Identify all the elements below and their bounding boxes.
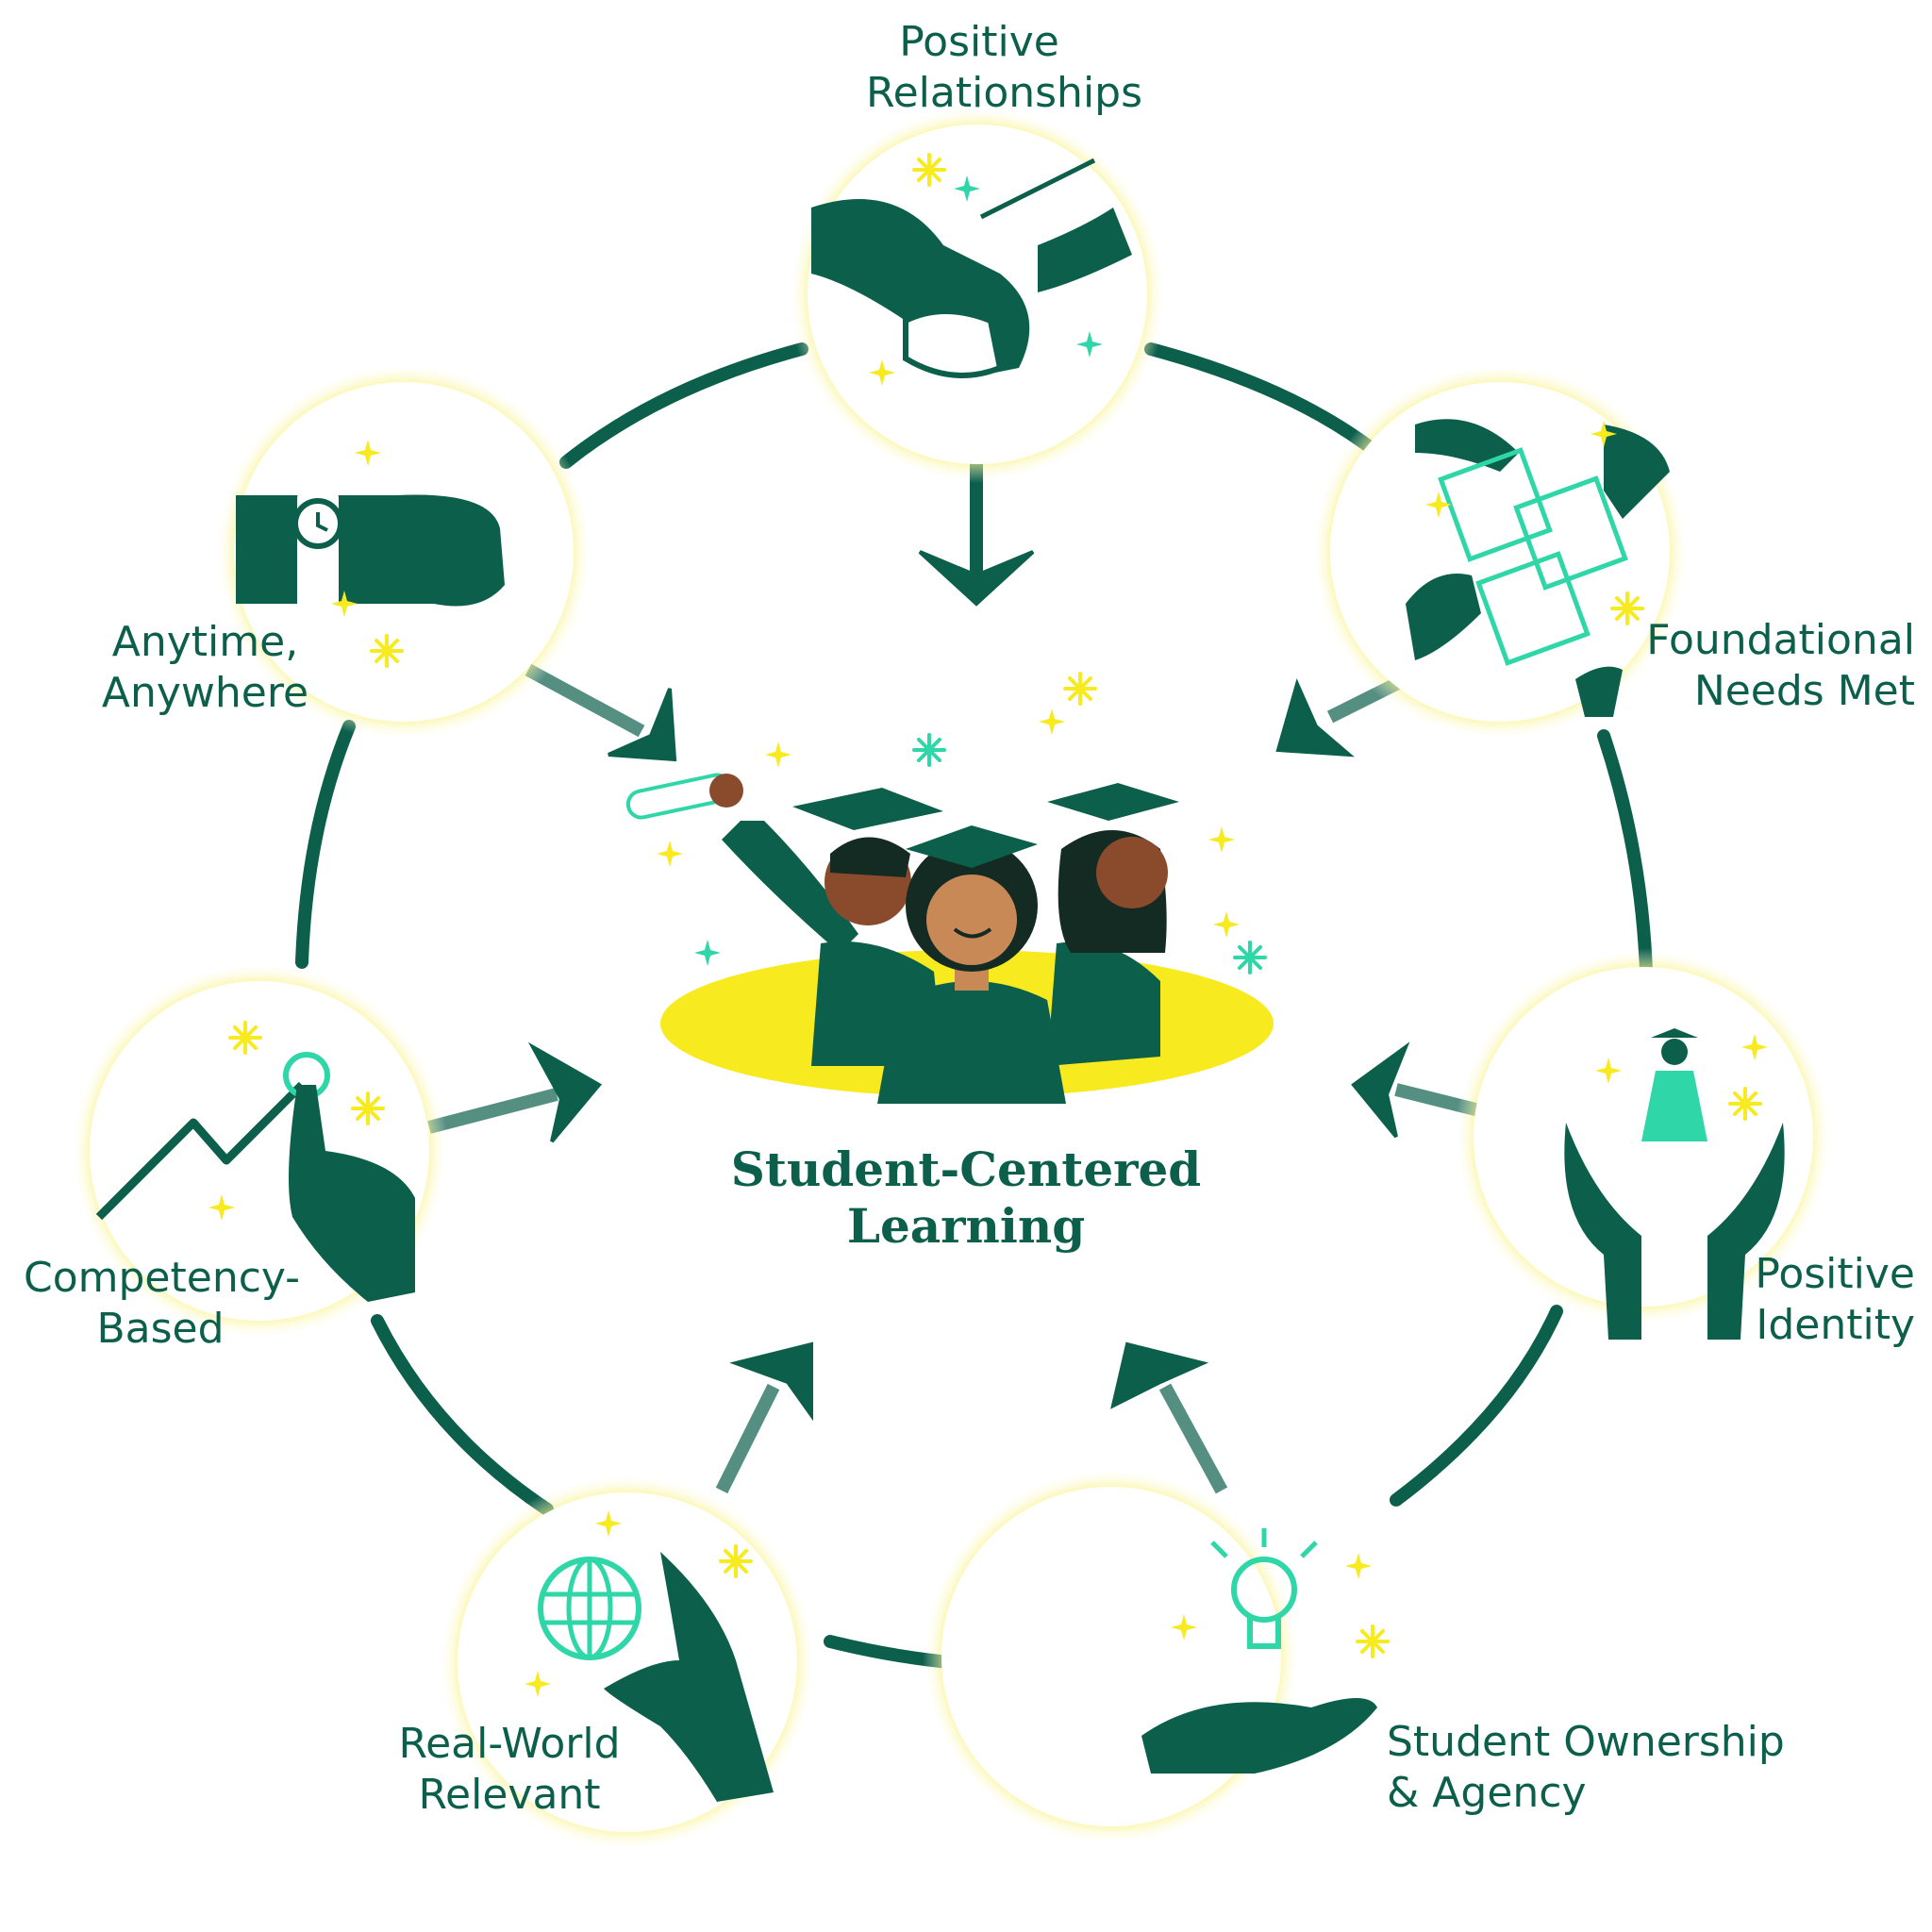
label-foundational-needs-line1: Foundational bbox=[1646, 616, 1915, 664]
label-student-ownership: Student Ownership & Agency bbox=[1387, 1717, 1785, 1819]
lightbulb-hand-icon bbox=[1141, 1528, 1390, 1774]
label-foundational-needs: Foundational Needs Met bbox=[1641, 615, 1915, 717]
label-competency-based-line1: Competency- bbox=[24, 1254, 301, 1302]
node-positive-identity-circle bbox=[1455, 948, 1832, 1340]
center-title-line1: Student-Centered bbox=[730, 1141, 1202, 1197]
node-positive-relationships-circle bbox=[789, 106, 1166, 483]
node-circles bbox=[71, 106, 1832, 1851]
node-anytime-anywhere-circle bbox=[215, 363, 592, 741]
label-foundational-needs-line2: Needs Met bbox=[1693, 667, 1915, 715]
node-foundational-needs-circle bbox=[1311, 363, 1689, 741]
node-competency-based-circle bbox=[71, 962, 448, 1340]
arrow-from-real-world bbox=[715, 1341, 813, 1494]
node-real-world-circle bbox=[439, 1474, 816, 1851]
label-anytime-anywhere-line1: Anytime, bbox=[111, 618, 299, 666]
graduate-hands-icon bbox=[1564, 1028, 1785, 1340]
label-real-world-line1: Real-World bbox=[398, 1720, 621, 1768]
label-student-ownership-line2: & Agency bbox=[1387, 1769, 1587, 1817]
graduate-right bbox=[1047, 783, 1179, 1066]
label-positive-relationships-line1: Positive bbox=[899, 18, 1059, 66]
node-student-ownership-circle bbox=[923, 1468, 1390, 1845]
globe-hand-icon bbox=[525, 1510, 774, 1802]
arrow-from-student-ownership bbox=[1110, 1341, 1228, 1494]
label-student-ownership-line1: Student Ownership bbox=[1387, 1718, 1785, 1766]
label-positive-identity-line1: Positive bbox=[1755, 1250, 1915, 1298]
arrow-from-competency-based bbox=[427, 1041, 603, 1143]
wristwatch-icon bbox=[236, 440, 505, 668]
graduate-center bbox=[877, 825, 1066, 1104]
graduates-illustration bbox=[625, 672, 1274, 1104]
label-positive-identity-line2: Identity bbox=[1756, 1301, 1915, 1349]
puzzle-hands-icon bbox=[1406, 419, 1670, 717]
growth-chart-icon bbox=[95, 1021, 415, 1302]
label-competency-based-line2: Based bbox=[96, 1305, 225, 1353]
label-real-world: Real-World Relevant bbox=[387, 1719, 632, 1821]
handshake-icon bbox=[811, 153, 1132, 386]
label-real-world-line2: Relevant bbox=[418, 1771, 601, 1819]
label-positive-relationships: Positive Relationships bbox=[866, 17, 1143, 119]
arrow-from-anytime-anywhere bbox=[525, 663, 677, 762]
label-competency-based: Competency- Based bbox=[24, 1253, 301, 1355]
label-positive-relationships-line2: Relationships bbox=[866, 69, 1143, 117]
label-positive-identity: Positive Identity bbox=[1717, 1249, 1915, 1351]
label-anytime-anywhere: Anytime, Anywhere bbox=[99, 617, 311, 719]
center-title: Student-Centered Learning bbox=[589, 1141, 1343, 1255]
center-title-line2: Learning bbox=[846, 1198, 1086, 1254]
label-anytime-anywhere-line2: Anywhere bbox=[101, 669, 309, 717]
